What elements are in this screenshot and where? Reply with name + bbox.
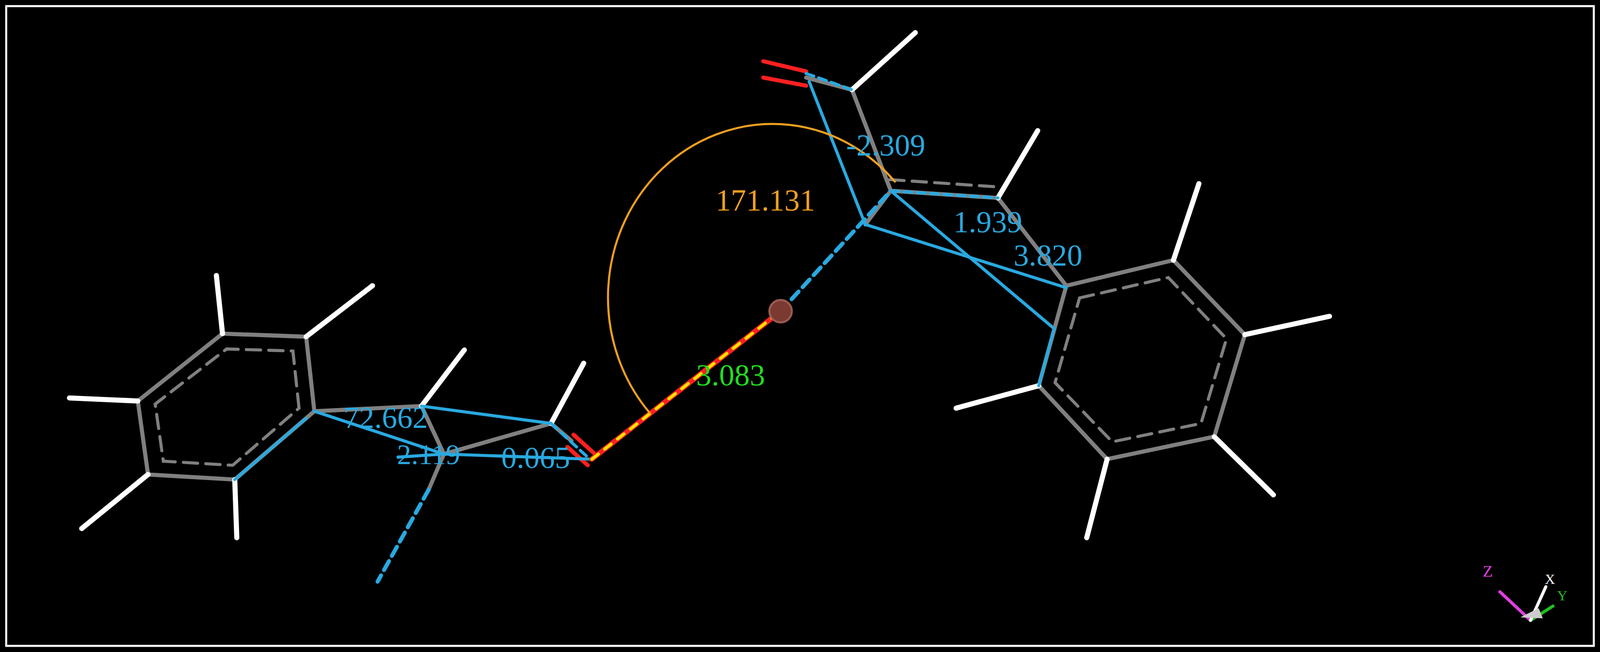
measurement-value: -2.309 bbox=[846, 130, 926, 161]
measurement-value: 3.083 bbox=[696, 360, 766, 391]
measurement-value: 171.131 bbox=[715, 185, 816, 217]
measurement-value: 1.939 bbox=[953, 207, 1023, 238]
measurement-value: 0.065 bbox=[501, 442, 571, 474]
measurement-value: 2.119 bbox=[396, 440, 461, 470]
measurement-value: 3.820 bbox=[1013, 240, 1083, 272]
measurement-value: 72.662 bbox=[343, 403, 428, 434]
axis-label: Y bbox=[1557, 588, 1568, 604]
axis-label: X bbox=[1544, 572, 1556, 587]
axis-label: Z bbox=[1482, 563, 1493, 580]
